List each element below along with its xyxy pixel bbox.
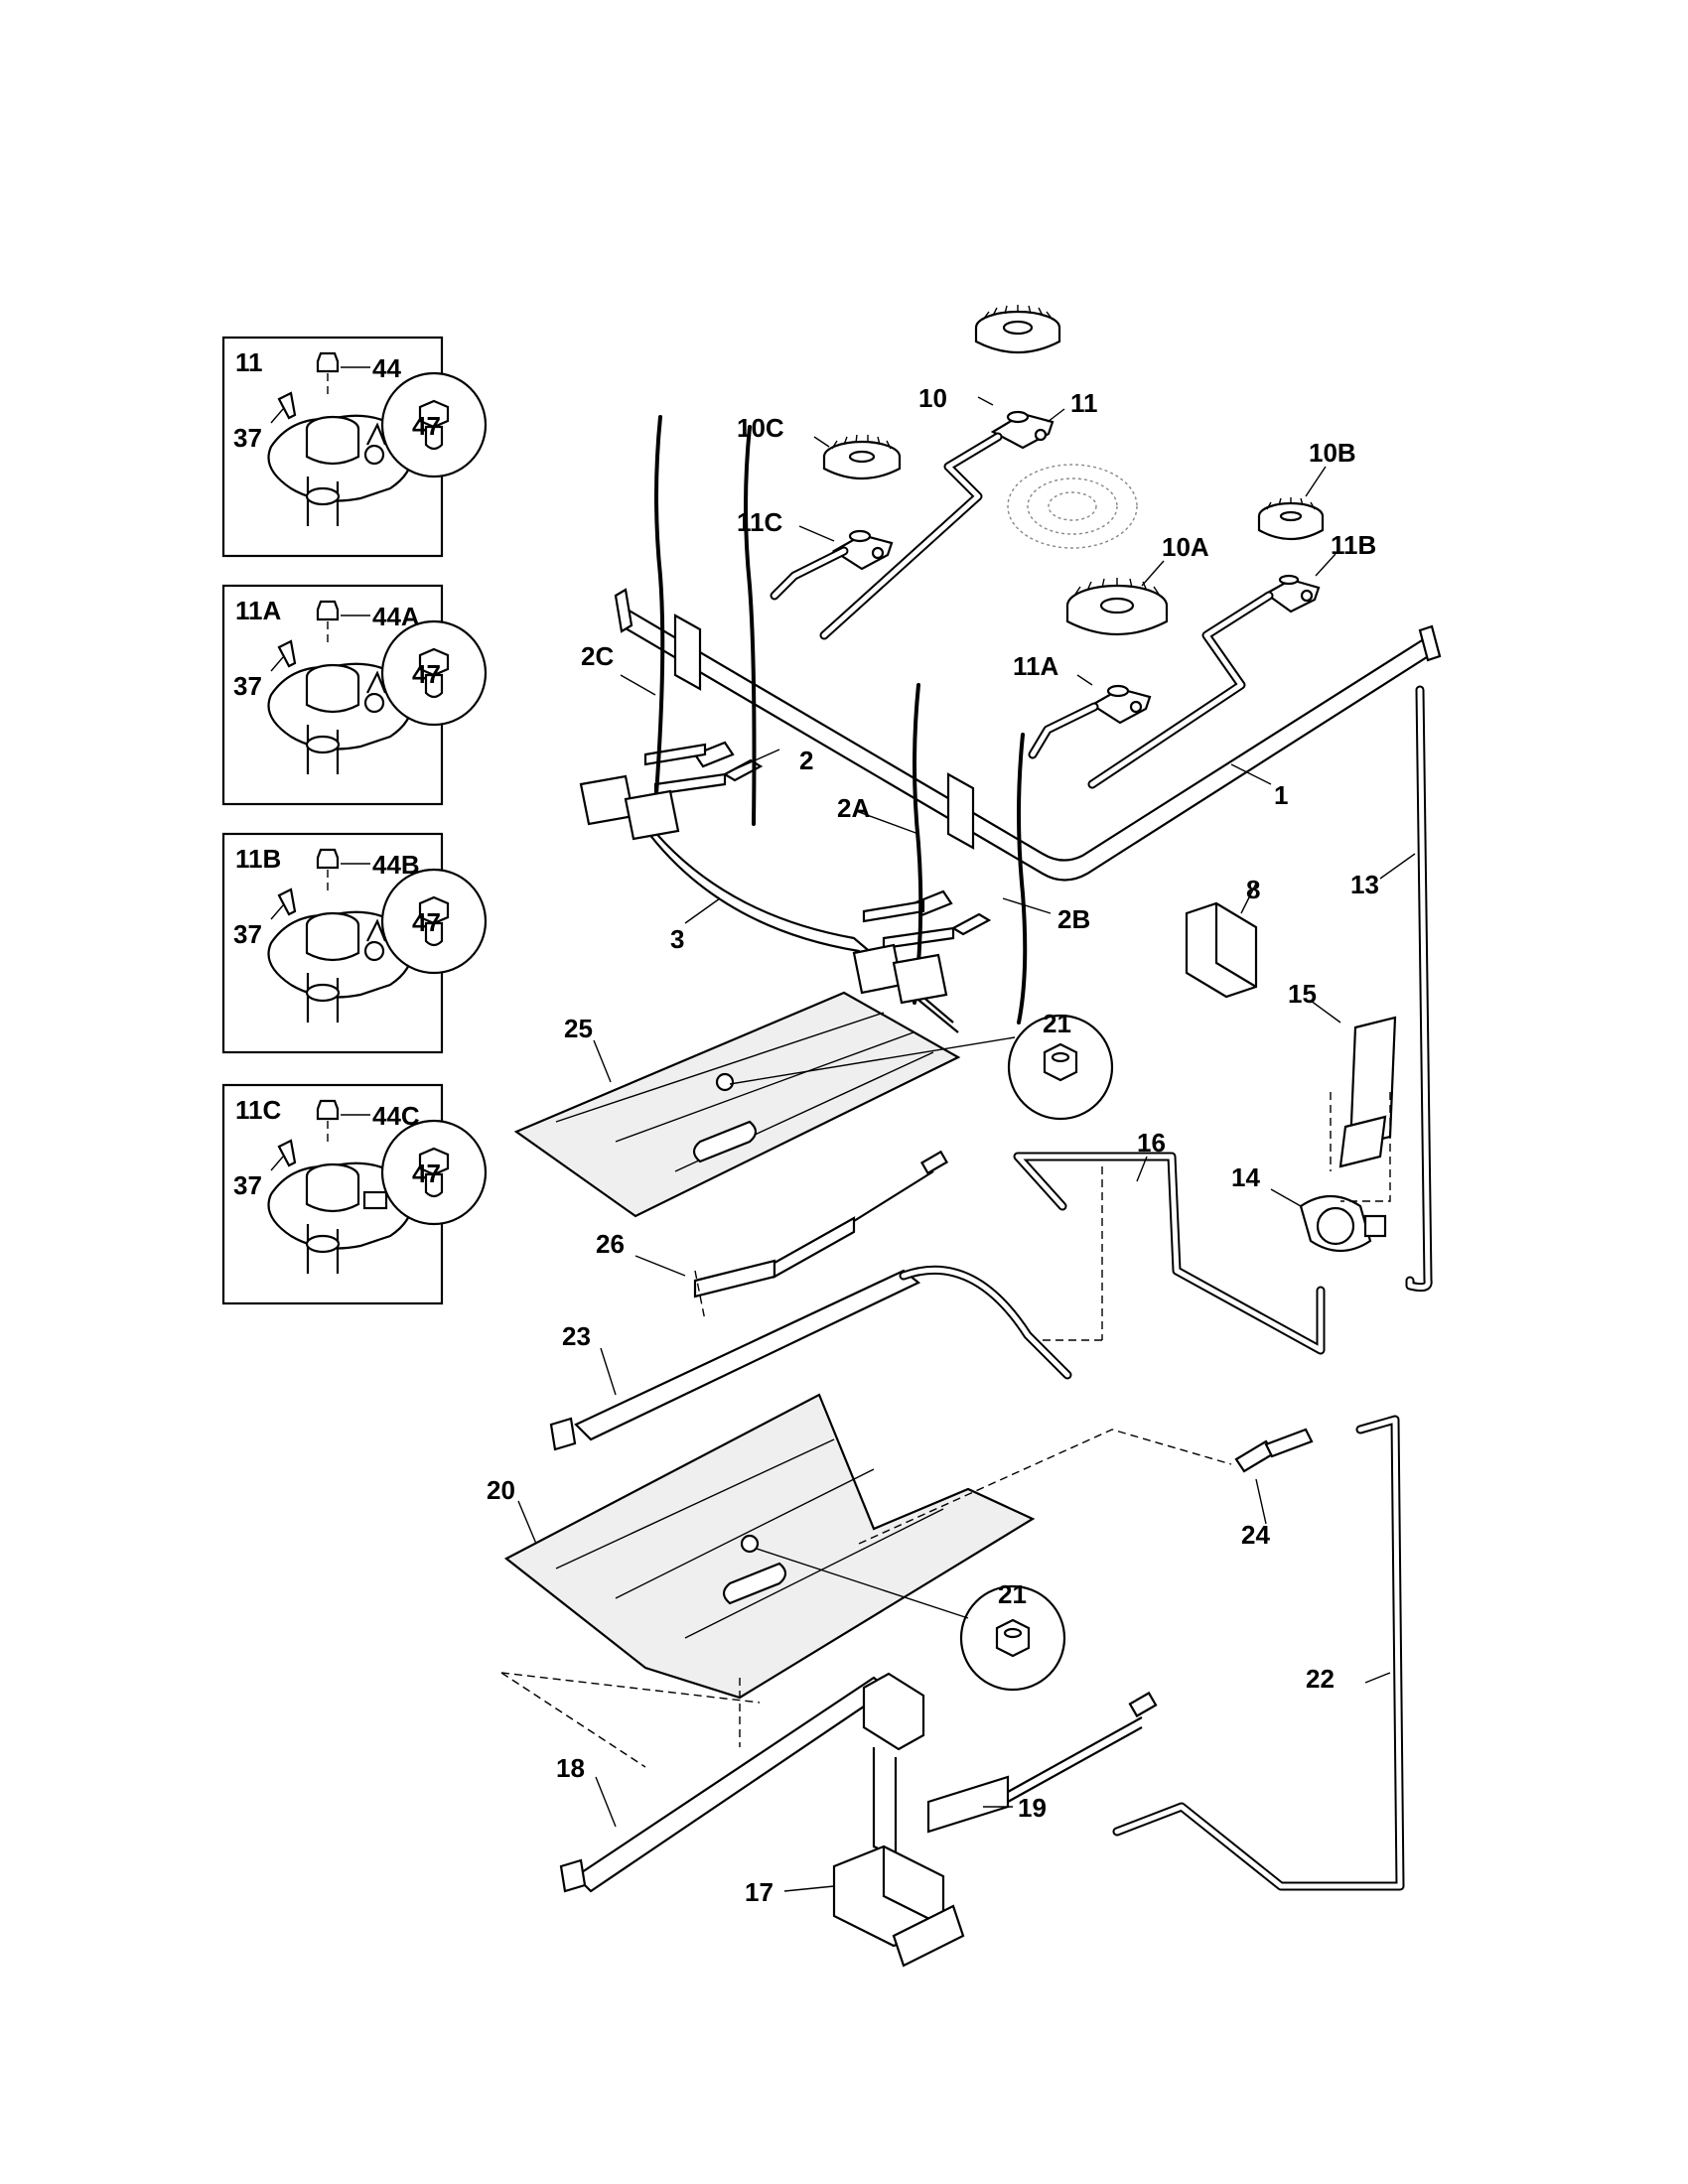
baffle-25 <box>513 991 961 1218</box>
burner-base-11A <box>1089 684 1152 725</box>
orifice-label: 47 <box>412 659 441 689</box>
callout-11B: 11B <box>1331 530 1376 560</box>
burner-10A <box>1065 578 1169 635</box>
burner-cap-icon <box>316 600 340 647</box>
broil-burner-23 <box>549 1265 1072 1451</box>
burner-cap-icon <box>316 1099 340 1147</box>
broil-ignitor-26 <box>693 1150 949 1298</box>
nut-detail-21a <box>1007 1014 1114 1121</box>
callout-18: 18 <box>556 1753 585 1783</box>
callout-2A: 2A <box>837 793 870 823</box>
burner-cap-icon <box>316 351 340 399</box>
cap-label: 44 <box>372 353 401 383</box>
burner-base-11C <box>831 529 894 571</box>
callout-2B: 2B <box>1057 904 1090 934</box>
radiant-element <box>1007 464 1138 549</box>
burner-10C <box>822 434 902 480</box>
oven-safety-valve-17 <box>832 1844 965 1968</box>
screw-icon <box>277 1139 297 1167</box>
nut-detail-21b <box>959 1584 1066 1692</box>
ignitor-harness <box>579 774 959 1033</box>
orifice-label: 47 <box>412 907 441 937</box>
burner-base-11 <box>990 410 1055 450</box>
inset-title: 11 <box>235 347 263 377</box>
inset-title: 11C <box>235 1095 281 1125</box>
leader-lines <box>517 396 1416 1892</box>
callout-11: 11 <box>1070 388 1098 418</box>
callout-13: 13 <box>1350 870 1379 899</box>
screw-label: 37 <box>233 1170 262 1200</box>
baffle-20 <box>503 1393 1036 1700</box>
callout-21a: 21 <box>1043 1009 1071 1038</box>
inset-title: 11B <box>235 844 281 874</box>
regulator-bracket <box>1338 1016 1397 1168</box>
valve-2B <box>862 889 992 950</box>
screw-label: 37 <box>233 671 262 701</box>
callout-10: 10 <box>918 383 947 413</box>
callout-11C: 11C <box>737 507 782 537</box>
callout-22: 22 <box>1306 1664 1335 1694</box>
inset-panel-11C: 11C 44C 37 47 <box>221 1083 488 1305</box>
callout-8: 8 <box>1246 875 1260 904</box>
callout-11A: 11A <box>1013 651 1058 681</box>
callout-3: 3 <box>670 924 684 954</box>
spark-module <box>1185 901 1258 999</box>
callout-2: 2 <box>799 746 813 775</box>
burner-base-icon <box>267 1161 414 1274</box>
burner-base-11B <box>1263 574 1321 614</box>
valve-2 <box>643 741 764 796</box>
manifold-pipe <box>614 588 1442 882</box>
elbow-fitting-24 <box>1234 1428 1314 1473</box>
callout-15: 15 <box>1288 979 1317 1009</box>
inset-panel-11B: 11B 44B 37 47 <box>221 832 488 1054</box>
screw-icon <box>277 887 297 916</box>
callout-10B: 10B <box>1309 438 1356 468</box>
screw-icon <box>277 639 297 668</box>
callout-20: 20 <box>487 1475 515 1505</box>
screw-icon <box>277 391 297 420</box>
bake-burner-18 <box>559 1672 925 1893</box>
inset-panel-11: 11 44 37 47 <box>221 336 488 558</box>
callout-1: 1 <box>1274 780 1288 810</box>
callout-16: 16 <box>1137 1128 1166 1158</box>
callout-25: 25 <box>564 1014 593 1043</box>
burner-base-icon <box>267 910 414 1023</box>
inset-title: 11A <box>235 596 281 625</box>
screw-label: 37 <box>233 919 262 949</box>
callout-23: 23 <box>562 1321 591 1351</box>
burner-10 <box>974 305 1061 354</box>
callout-19: 19 <box>1018 1793 1047 1823</box>
burner-10B <box>1257 497 1325 540</box>
callout-24: 24 <box>1241 1520 1270 1550</box>
callout-2C: 2C <box>581 641 614 671</box>
screw-label: 37 <box>233 423 262 453</box>
callout-10A: 10A <box>1162 532 1209 562</box>
callout-17: 17 <box>745 1877 774 1907</box>
callout-26: 26 <box>596 1229 625 1259</box>
valve-bracket-left <box>673 614 975 850</box>
pressure-regulator <box>1299 1195 1387 1252</box>
inset-panel-11A: 11A 44A 37 47 <box>221 584 488 806</box>
burner-base-icon <box>267 662 414 774</box>
callout-21b: 21 <box>998 1579 1027 1609</box>
callout-14: 14 <box>1231 1162 1260 1192</box>
orifice-label: 47 <box>412 411 441 441</box>
orifice-label: 47 <box>412 1159 441 1188</box>
burner-cap-icon <box>316 848 340 895</box>
callout-labels: 1 2 2A 2B 2C 3 8 10 10A 10B 10C 11 11A 1… <box>487 383 1379 1907</box>
callout-10C: 10C <box>737 413 784 443</box>
